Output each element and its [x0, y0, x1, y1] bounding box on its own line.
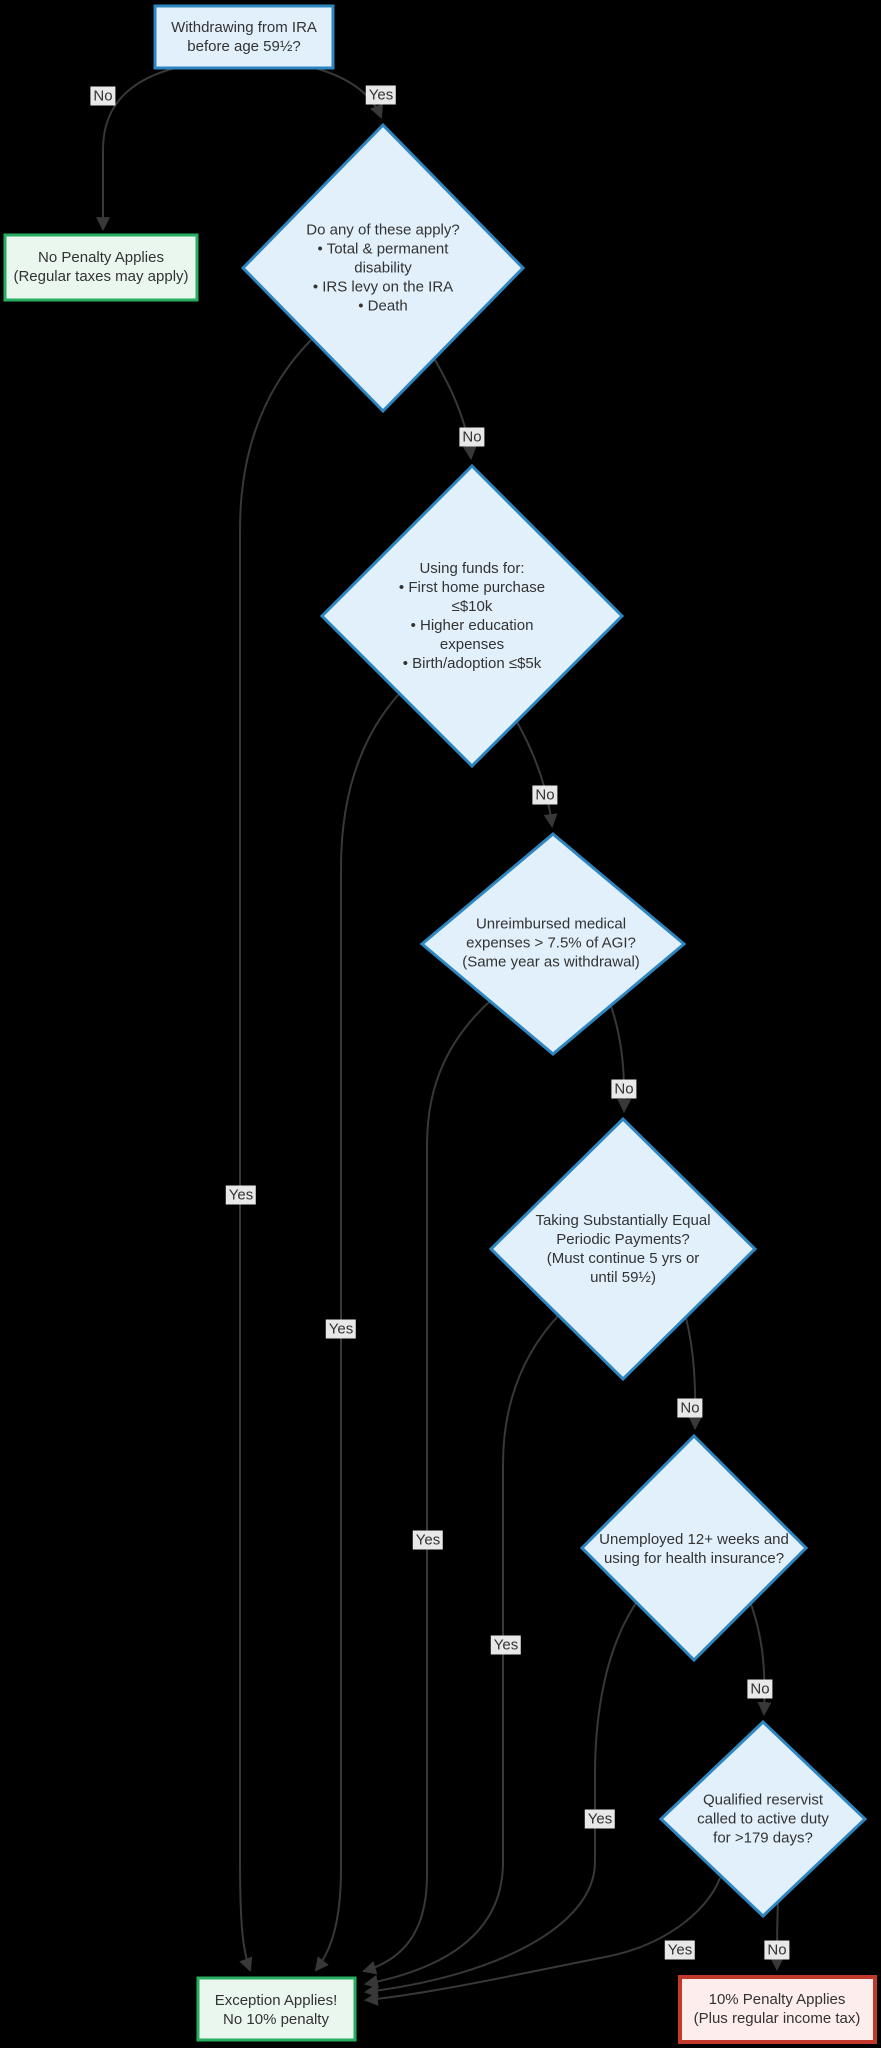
edge-label-d2-no: No	[532, 785, 558, 805]
decision-reservist-shape	[658, 1719, 868, 1919]
edge-label-d3-no: No	[611, 1079, 637, 1099]
edge-label-d6-yes: Yes	[664, 1940, 696, 1960]
edge-d4-yes	[363, 1315, 559, 1989]
decision-sepp-shape	[488, 1116, 758, 1382]
edge-d2-no	[516, 721, 558, 829]
decision-reservist-label: Qualified reservist called to active dut…	[697, 1791, 829, 1847]
exception-node-label: Exception Applies! No 10% penalty	[214, 1992, 338, 2028]
edge-label-d6-no: No	[764, 1940, 790, 1960]
no-penalty-node-shape	[3, 233, 199, 302]
edge-label-d5-no: No	[747, 1679, 773, 1699]
decision-sepp-label: Taking Substantially Equal Periodic Paym…	[535, 1212, 711, 1286]
penalty-node-shape	[678, 1975, 877, 2044]
edge-label-start-yes: Yes	[365, 85, 397, 105]
penalty-node-label: 10% Penalty Applies (Plus regular income…	[693, 1991, 861, 2027]
edge-label-d1-yes: Yes	[225, 1185, 257, 1205]
edge-label-d4-yes: Yes	[490, 1635, 522, 1655]
edge-d1-yes	[239, 339, 312, 1972]
edge-start-yes	[314, 67, 383, 119]
edge-label-d2-yes: Yes	[325, 1319, 357, 1339]
start-node-shape	[153, 4, 335, 70]
edge-d5-no	[750, 1603, 772, 1717]
edge-label-d3-yes: Yes	[412, 1530, 444, 1550]
no-penalty-node-label: No Penalty Applies (Regular taxes may ap…	[13, 249, 189, 285]
edge-d6-no	[770, 1901, 785, 1972]
edge-label-d4-no: No	[677, 1398, 703, 1418]
decision-medical-shape	[419, 832, 687, 1056]
decision-unemployed-shape	[579, 1433, 809, 1663]
edge-d2-yes	[314, 693, 400, 1972]
edge-label-d1-no: No	[459, 427, 485, 447]
decision-funds-use-label: Using funds for: • First home purchase ≤…	[398, 560, 546, 672]
start-node-label: Withdrawing from IRA before age 59½?	[171, 19, 317, 55]
edge-d6-yes	[363, 1877, 721, 2006]
exception-node-shape	[196, 1976, 357, 2042]
edge-label-start-no: No	[90, 86, 116, 106]
edge-d5-yes	[363, 1602, 637, 1998]
edge-label-d5-yes: Yes	[584, 1809, 616, 1829]
decision-medical-label: Unreimbursed medical expenses > 7.5% of …	[462, 915, 640, 971]
edge-start-no	[96, 67, 176, 232]
decision-unemployed-label: Unemployed 12+ weeks and using for healt…	[599, 1531, 789, 1567]
edge-d1-no	[434, 359, 477, 461]
edge-d3-yes	[361, 1000, 491, 1975]
decision-exceptions-shape	[240, 122, 526, 414]
decision-funds-use-shape	[319, 463, 625, 769]
decision-exceptions-label: Do any of these apply? • Total & permane…	[306, 221, 460, 315]
